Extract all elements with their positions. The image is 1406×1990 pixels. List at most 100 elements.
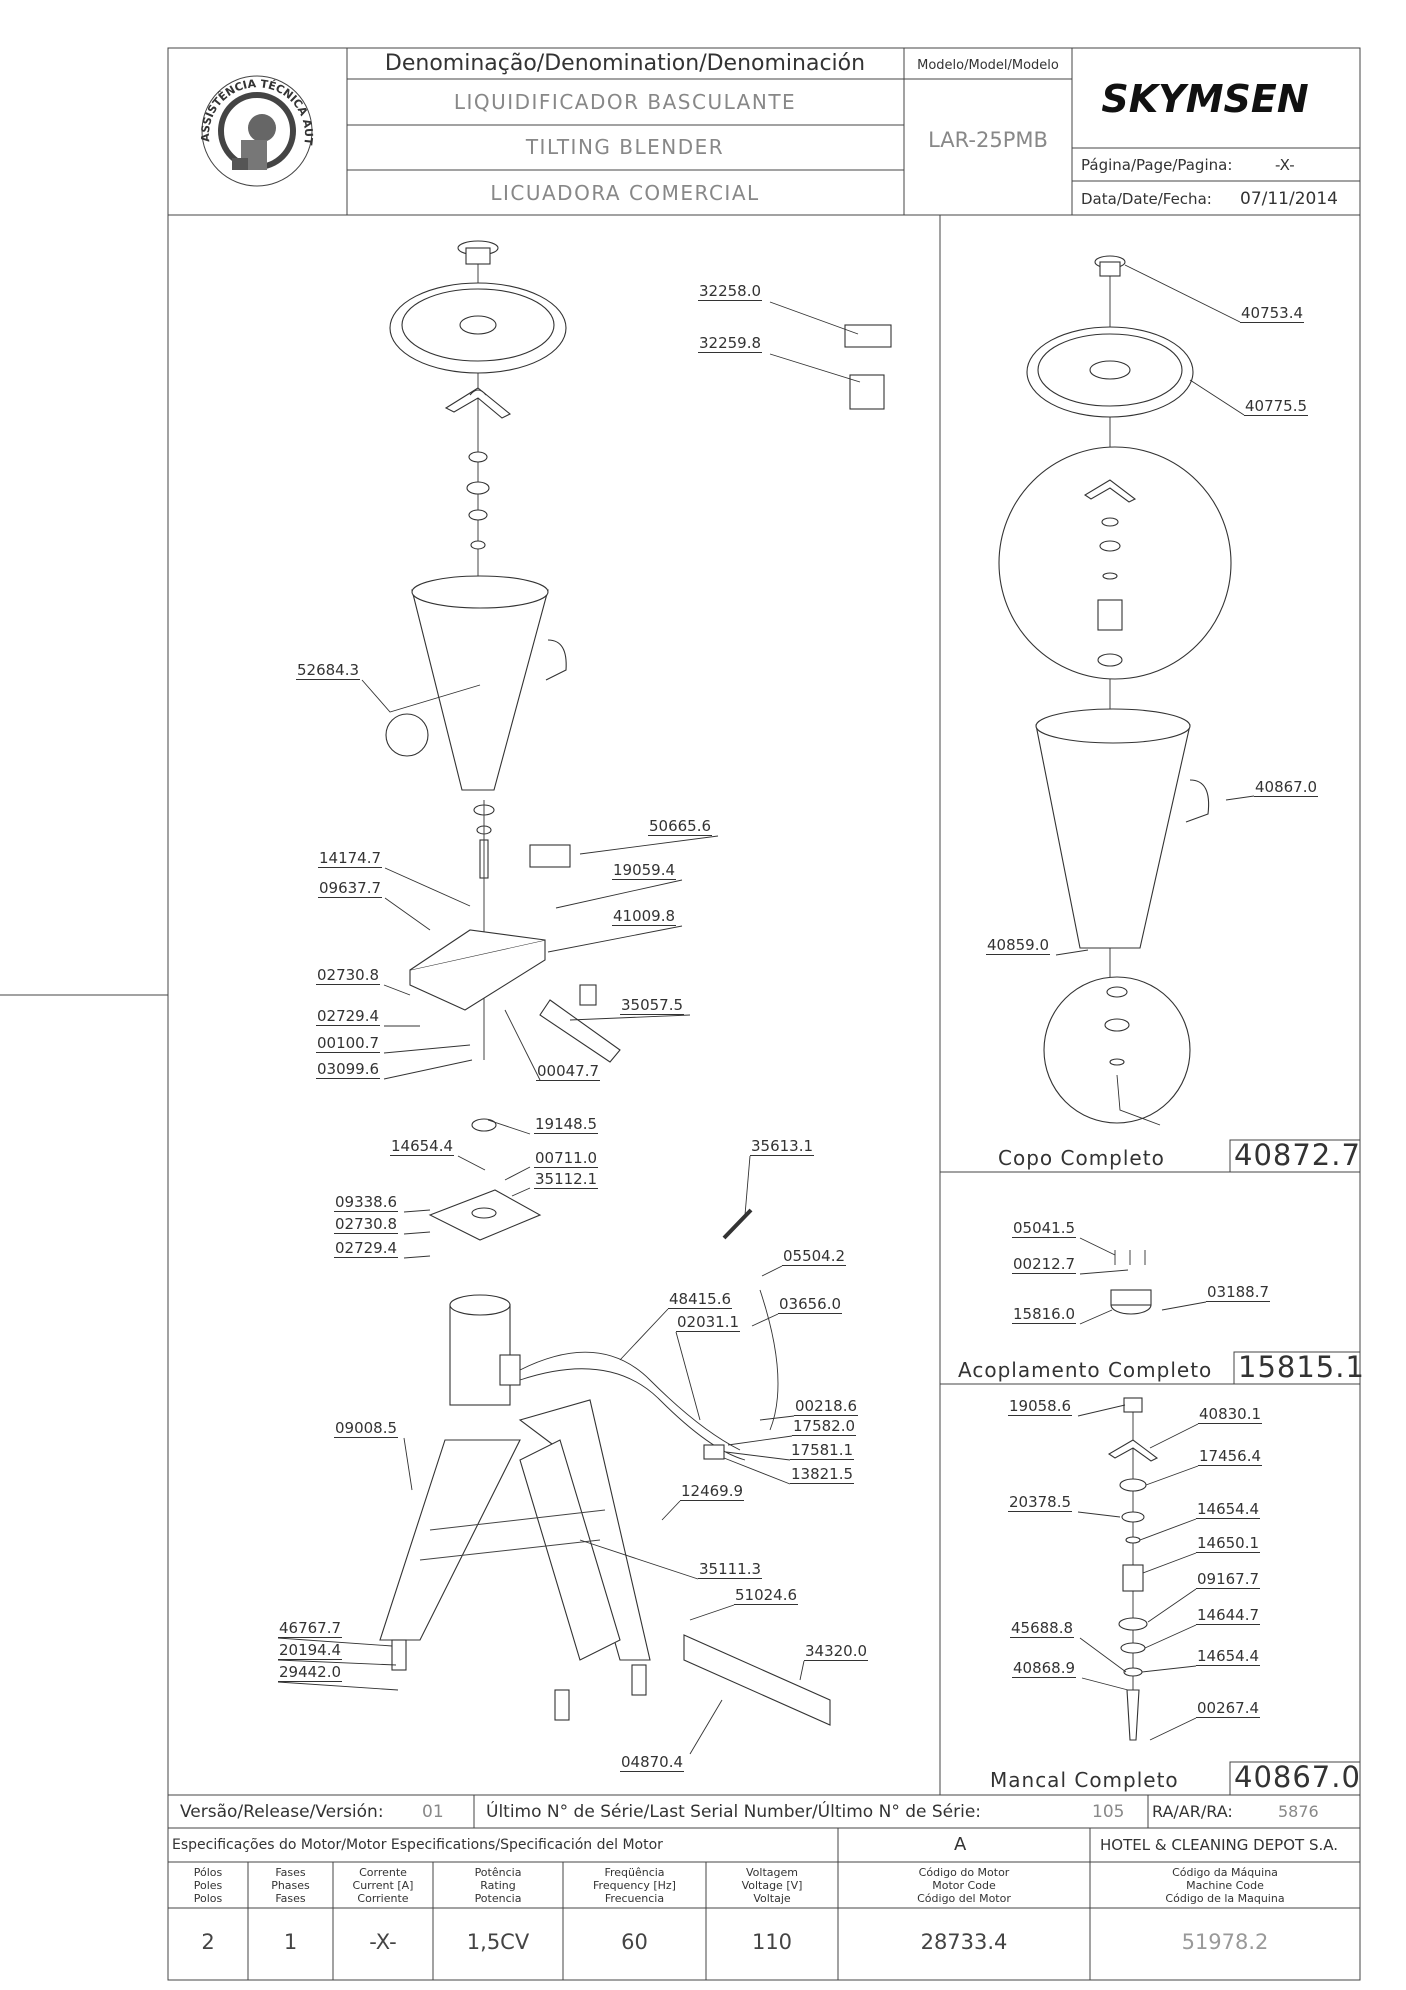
copo-code: 40872.7 [1234,1138,1361,1172]
authorized-service-seal: ASSISTÊNCIA TÉCNICA AUTORIZADA [0,0,315,187]
part-number-label: 17581.1 [790,1441,855,1460]
serial-value: 105 [1092,1802,1125,1822]
part-number-label: 17582.0 [792,1417,857,1436]
motor-spec-header-line: Freqüência [604,1866,665,1879]
leader-line [1055,949,1089,956]
part-number-label: 00047.7 [536,1062,601,1081]
version-value: 01 [422,1802,444,1822]
motor-spec-value: 1 [283,1930,298,1954]
leader-line [403,1255,431,1259]
leader-line [361,679,481,713]
part-number-label: 03656.0 [778,1295,843,1314]
motor-spec-value: 1,5CV [466,1930,530,1954]
part-number-label: 09338.6 [334,1193,399,1212]
part-number-label: 19058.6 [1008,1397,1073,1416]
part-number-label: 32258.0 [698,282,763,301]
leader-line [1141,1665,1197,1673]
serial-label: Último N° de Série/Last Serial Number/Úl… [486,1802,982,1822]
motor-spec-header-line: Motor Code [932,1879,996,1892]
leader-line [744,1155,751,1216]
part-number-label: 02730.8 [316,966,381,985]
leader-line [487,1119,531,1135]
acoplamento-title: Acoplamento Completo [958,1358,1213,1382]
motor-spec-header-line: Poles [193,1879,223,1892]
part-number-label: 35057.5 [620,996,685,1015]
motor-spec-header-line: Código de la Maquina [1165,1892,1285,1905]
leader-line [1144,1624,1197,1649]
motor-spec-header-line: Machine Code [1186,1879,1264,1892]
part-number-label: 09167.7 [1196,1570,1261,1589]
part-number-label: 02730.8 [334,1215,399,1234]
motor-spec-header-line: Voltaje [753,1892,791,1905]
part-number-label: 14650.1 [1196,1534,1261,1553]
part-number-label: 00212.7 [1012,1255,1077,1274]
model-value: LAR-25PMB [928,128,1048,152]
mancal-code: 40867.0 [1234,1760,1361,1794]
name-pt: LIQUIDIFICADOR BASCULANTE [454,90,796,114]
part-number-label: 14654.4 [1196,1500,1261,1519]
leader-line [403,1209,431,1213]
copo-title: Copo Completo [998,1146,1165,1170]
motor-spec-header-line: Voltagem [746,1866,798,1879]
part-number-label: 02729.4 [334,1239,399,1258]
leader-line [1225,795,1255,801]
part-number-label: 13821.5 [790,1465,855,1484]
leader-line [689,1604,735,1621]
leader-line [751,1313,779,1327]
leader-line [1079,1269,1129,1275]
leader-line [555,879,683,909]
part-number-label: 40868.9 [1012,1659,1077,1678]
part-number-label: 52684.3 [296,661,361,680]
leader-line [1081,1677,1129,1691]
part-number-label: 05041.5 [1012,1219,1077,1238]
part-number-label: 40775.5 [1244,397,1309,416]
part-number-label: 35613.1 [750,1137,815,1156]
leader-line [619,1308,669,1361]
name-es: LICUADORA COMERCIAL [490,181,759,205]
leader-line [661,1500,681,1521]
ra-label: RA/AR/RA: [1152,1802,1233,1821]
part-number-label: 12469.9 [680,1482,745,1501]
leader-line [383,1059,473,1080]
leader-line [1077,1511,1121,1518]
acoplamento-code: 15815.1 [1238,1350,1365,1384]
motor-spec-header-line: Código da Máquina [1172,1866,1278,1879]
part-number-label: 48415.6 [668,1290,733,1309]
motor-spec-header-line: Current [A] [352,1879,414,1892]
main-exploded-view [379,240,892,1726]
leader-line [725,1451,791,1461]
leader-line [723,1457,791,1485]
leader-line [504,1166,531,1181]
part-number-label: 19059.4 [612,861,677,880]
part-number-label: 40830.1 [1198,1405,1263,1424]
part-number-label: 03188.7 [1206,1283,1271,1302]
leader-line [769,353,861,383]
motor-spec-value: 28733.4 [920,1930,1008,1954]
part-number-label: 09008.5 [334,1419,399,1438]
leader-line [579,1539,699,1580]
leader-line [384,897,431,931]
part-number-label: 14654.4 [1196,1647,1261,1666]
part-number-label: 51024.6 [734,1586,799,1605]
motor-spec-header-line: Código del Motor [917,1892,1011,1905]
denomination-label: Denominação/Denomination/Denominación [385,51,865,76]
date-label: Data/Date/Fecha: [1081,190,1212,208]
part-number-label: 02031.1 [676,1313,741,1332]
part-number-label: 00100.7 [316,1034,381,1053]
leader-line [511,1187,531,1197]
leader-line [1147,1588,1197,1623]
motor-spec-letter: A [954,1834,967,1855]
part-number-label: 15816.0 [1012,1305,1077,1324]
part-number-label: 14654.4 [390,1137,455,1156]
motor-spec-header-line: Pólos [193,1866,223,1879]
leader-line [689,1699,723,1755]
part-number-label: 40867.0 [1254,778,1319,797]
leader-line [675,1331,701,1421]
part-number-label: 17456.4 [1198,1447,1263,1466]
